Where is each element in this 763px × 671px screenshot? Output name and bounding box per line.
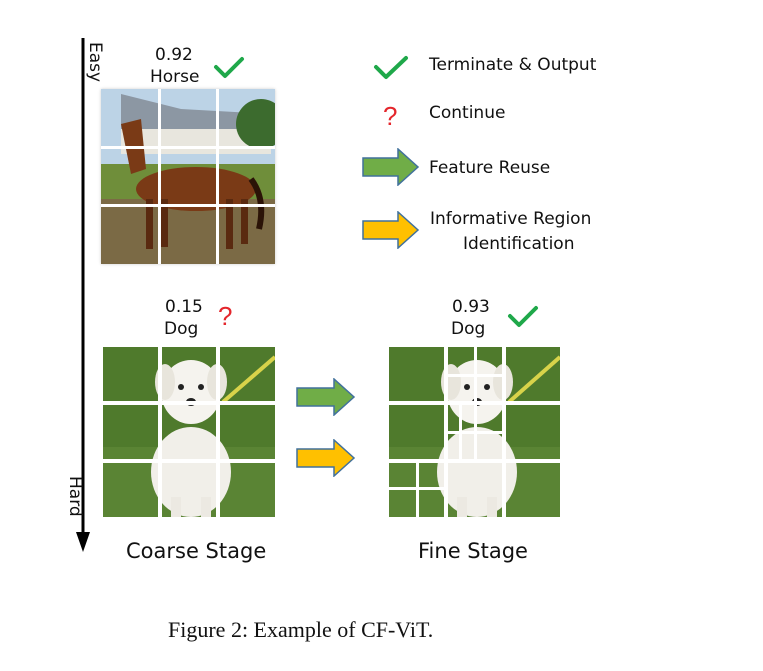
feature-reuse-arrow — [296, 378, 356, 416]
fine-class: Dog — [451, 319, 486, 339]
legend-continue-label: Continue — [429, 103, 506, 123]
check-icon — [213, 56, 245, 80]
legend-feature-reuse-label: Feature Reuse — [429, 158, 551, 178]
legend-yellow-arrow-icon — [362, 211, 420, 249]
coarse-stage-label: Coarse Stage — [126, 539, 267, 563]
region-identification-arrow — [296, 439, 356, 477]
horse-class: Horse — [150, 67, 200, 87]
dog-photo-illustration — [103, 347, 275, 517]
figure-caption: Figure 2: Example of CF-ViT. — [168, 617, 434, 642]
legend-terminate-label: Terminate & Output — [429, 55, 597, 75]
axis-label-hard: Hard — [65, 476, 85, 517]
legend-check-icon — [373, 55, 409, 81]
coarse-score: 0.15 — [165, 297, 203, 317]
horse-photo-illustration — [101, 89, 275, 264]
difficulty-axis — [76, 38, 90, 552]
fine-score: 0.93 — [452, 297, 490, 317]
coarse-class: Dog — [164, 319, 199, 339]
legend-informative-label-line1: Informative Region — [430, 209, 592, 229]
legend-informative-label-line2: Identification — [463, 234, 575, 254]
coarse-dog-image — [103, 347, 275, 517]
question-icon: ? — [218, 301, 233, 331]
axis-label-easy: Easy — [85, 42, 105, 83]
legend-green-arrow-icon — [362, 148, 420, 186]
fine-dog-image — [389, 347, 560, 517]
legend-question-icon: ? — [383, 101, 398, 131]
fine-check-icon — [507, 305, 539, 329]
axis-arrow — [76, 38, 90, 552]
fine-stage-label: Fine Stage — [418, 539, 528, 563]
horse-image — [101, 89, 275, 264]
horse-score: 0.92 — [155, 45, 193, 65]
